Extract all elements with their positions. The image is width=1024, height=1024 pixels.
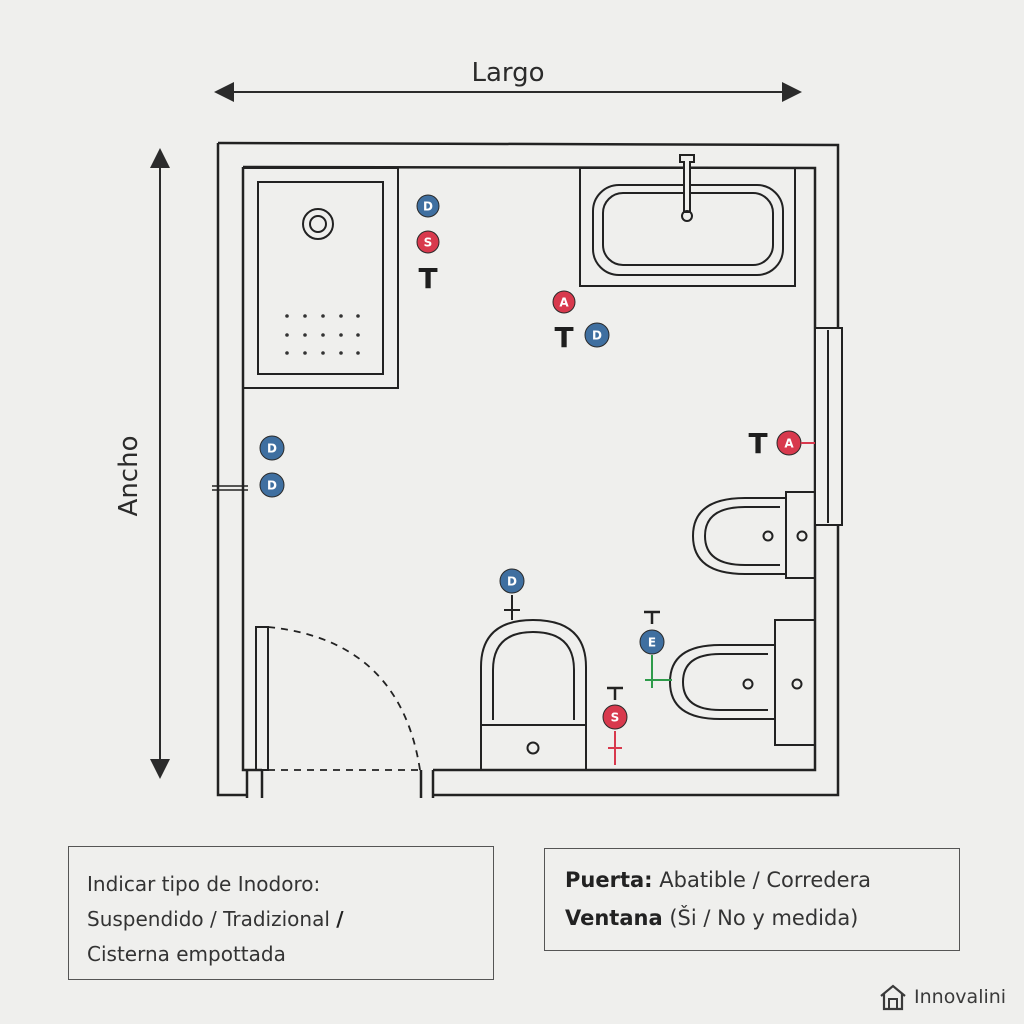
bidet-upper — [691, 491, 816, 579]
washbasin — [579, 154, 796, 287]
marker-s-shower: S — [416, 230, 440, 254]
wall-pipe-mark — [212, 485, 248, 491]
tap-symbol-shower: T — [418, 262, 437, 295]
tap-symbol-bidet — [644, 610, 660, 624]
svg-text:D: D — [423, 200, 433, 214]
marker-d-shower: D — [416, 194, 440, 218]
toilet-note-line2: Suspendido / Tradizional / — [87, 902, 475, 937]
length-label: Largo — [471, 58, 544, 88]
bidet-lower — [668, 619, 816, 746]
tap-symbol-window: T — [748, 427, 767, 460]
tap-symbol-sink: T — [554, 321, 573, 354]
length-dimension: Largo — [214, 58, 802, 102]
shower-tray — [242, 167, 399, 389]
door-label: Puerta: — [565, 868, 653, 892]
toilet-note-line3: Cisterna empottada — [87, 942, 286, 966]
toilet-note-slash: / — [336, 907, 344, 931]
width-label: Ancho — [114, 436, 144, 517]
walls — [216, 141, 840, 798]
svg-text:E: E — [648, 636, 656, 650]
door-value: Abatible / Corredera — [659, 868, 872, 892]
svg-text:D: D — [507, 575, 517, 589]
door — [255, 626, 421, 771]
marker-a-sink: A — [552, 290, 576, 314]
window — [814, 327, 843, 526]
toilet-note-line1: Indicar tipo de Inodoro: — [87, 872, 321, 896]
window-value: (Ši / No y medida) — [669, 906, 859, 930]
toilet-type-note: Indicar tipo de Inodoro: Suspendido / Tr… — [68, 846, 494, 980]
svg-text:D: D — [592, 329, 602, 343]
brand-logo: Innovalini — [878, 980, 1006, 1014]
svg-text:A: A — [784, 437, 794, 451]
marker-s-toilet: S — [602, 704, 628, 765]
brand-name: Innovalini — [914, 986, 1007, 1008]
svg-text:S: S — [424, 236, 433, 250]
marker-a-window: A — [776, 430, 815, 456]
marker-e-bidet: E — [639, 629, 672, 688]
house-icon — [880, 984, 906, 1011]
window-label: Ventana — [565, 906, 663, 930]
marker-d-sink: D — [584, 322, 610, 348]
svg-text:D: D — [267, 479, 277, 493]
tap-symbol-toilet — [607, 686, 623, 700]
svg-text:D: D — [267, 442, 277, 456]
toilet — [480, 618, 587, 771]
marker-d-left-upper: D — [259, 435, 285, 461]
toilet-note-options: Suspendido / Tradizional — [87, 907, 330, 931]
door-window-note: Puerta: Abatible / Corredera Ventana (Ši… — [544, 848, 960, 951]
svg-text:A: A — [559, 296, 569, 310]
width-dimension: Ancho — [114, 148, 170, 779]
window-line: Ventana (Ši / No y medida) — [565, 899, 939, 937]
svg-text:S: S — [611, 711, 620, 725]
marker-d-left-lower: D — [259, 472, 285, 498]
door-line: Puerta: Abatible / Corredera — [565, 861, 939, 899]
marker-d-toilet: D — [499, 568, 525, 620]
